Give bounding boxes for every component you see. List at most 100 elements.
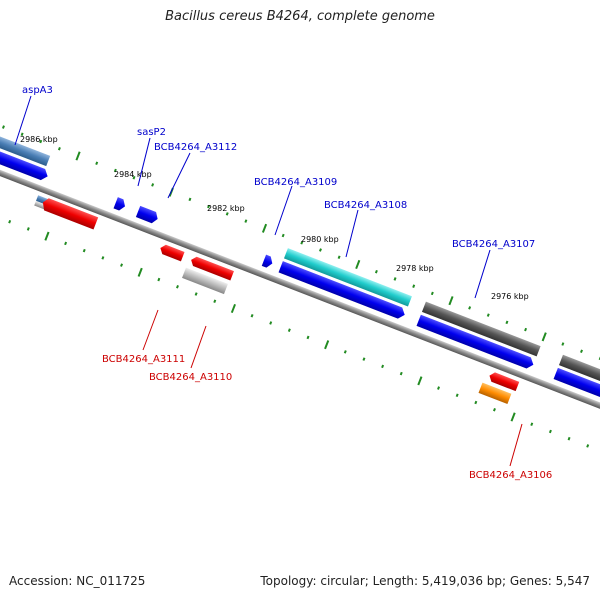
leader-line (167, 152, 191, 199)
minor-tick (492, 407, 496, 412)
tick-label: 2986 kbp (20, 135, 58, 144)
major-tick (448, 296, 454, 306)
gene-label-BCB4264-A3110[interactable]: BCB4264_A3110 (149, 372, 232, 383)
minor-tick (399, 371, 403, 376)
minor-tick (57, 147, 61, 151)
leader-line (142, 309, 159, 351)
leader-line (345, 209, 359, 258)
gene-BCB4264-A3110[interactable] (182, 267, 228, 295)
gene-label-BCB4264-A3111[interactable]: BCB4264_A3111 (102, 354, 185, 365)
cds-right-edge[interactable] (553, 367, 600, 410)
minor-tick (437, 386, 441, 390)
leader-line (14, 95, 32, 146)
minor-tick (505, 320, 509, 325)
minor-tick (548, 429, 552, 434)
minor-tick (194, 292, 198, 296)
gene-BCB4264-A3108[interactable] (283, 248, 412, 307)
minor-tick (95, 161, 99, 165)
gene-label-aspA3[interactable]: aspA3 (22, 85, 53, 96)
major-tick (417, 376, 423, 386)
map-title: Bacillus cereus B4264, complete genome (165, 9, 435, 24)
minor-tick (393, 277, 397, 281)
minor-tick (318, 248, 322, 252)
cds-left-red[interactable] (40, 197, 99, 230)
major-tick (137, 267, 143, 277)
leader-line (274, 185, 293, 236)
major-tick (44, 231, 50, 241)
gene-BCB4264-A3107[interactable] (421, 301, 541, 357)
gene-label-BCB4264-A3106[interactable]: BCB4264_A3106 (469, 470, 552, 481)
leader-line (190, 325, 207, 369)
accession-text: Accession: NC_011725 (9, 574, 146, 588)
minor-tick (287, 328, 291, 332)
cds-BCB4264-A3107[interactable] (416, 314, 536, 371)
gene-right-edge[interactable] (558, 354, 600, 394)
minor-tick (64, 241, 68, 246)
cds-BCB4264-A3109[interactable] (261, 254, 275, 269)
minor-tick (101, 256, 105, 260)
minor-tick (269, 321, 273, 325)
gene-label-BCB4264-A3112[interactable]: BCB4264_A3112 (154, 142, 237, 153)
minor-tick (455, 393, 459, 398)
minor-tick (250, 313, 254, 318)
minor-tick (26, 227, 30, 231)
cds-BCB4264-A3111[interactable] (159, 243, 185, 262)
major-tick (75, 151, 81, 161)
minor-tick (412, 284, 416, 288)
minor-tick (176, 285, 179, 289)
tick-label: 2984 kbp (114, 170, 152, 179)
reverse-strand (34, 195, 520, 405)
minor-tick (486, 313, 490, 317)
minor-tick (20, 132, 24, 137)
leader-line (509, 423, 523, 467)
minor-tick (598, 356, 600, 361)
cds-BCB4264-A3112[interactable] (135, 205, 160, 225)
minor-tick (207, 204, 211, 209)
minor-tick (561, 342, 565, 346)
gene-BCB4264-A3106[interactable] (478, 382, 512, 405)
reverse-gene-labels (142, 309, 523, 467)
tick-label: 2982 kbp (207, 204, 245, 213)
forward-strand (0, 136, 600, 410)
forward-gene-labels (14, 95, 491, 299)
minor-tick (132, 175, 136, 180)
minor-tick (1, 125, 5, 129)
minor-tick (530, 422, 534, 426)
minor-tick (343, 350, 347, 354)
tick-label: 2976 kbp (491, 292, 529, 301)
major-tick (355, 259, 361, 270)
cds-aspA3[interactable] (0, 149, 50, 182)
major-tick (541, 332, 547, 342)
minor-tick (281, 233, 285, 238)
major-tick (510, 412, 516, 422)
major-tick (324, 340, 330, 350)
topology-text: Topology: circular; Length: 5,419,036 bp… (260, 574, 590, 588)
major-tick (230, 303, 236, 314)
cds-sasP2[interactable] (113, 197, 128, 212)
gene-label-BCB4264-A3107[interactable]: BCB4264_A3107 (452, 239, 535, 250)
minor-tick (430, 291, 434, 296)
minor-tick (524, 327, 528, 332)
cds-BCB4264-A3106[interactable] (488, 371, 520, 392)
minor-tick (39, 139, 43, 144)
minor-tick (157, 277, 161, 282)
cds-BCB4264-A3110[interactable] (189, 255, 234, 281)
gene-aspA3[interactable] (0, 136, 51, 167)
leader-line (137, 137, 151, 187)
gene-label-sasP2[interactable]: sasP2 (137, 127, 166, 138)
gene-label-BCB4264-A3108[interactable]: BCB4264_A3108 (324, 200, 407, 211)
minor-tick (337, 255, 341, 260)
minor-tick (188, 197, 192, 202)
cds-BCB4264-A3108[interactable] (278, 261, 407, 320)
gene-label-BCB4264-A3109[interactable]: BCB4264_A3109 (254, 177, 337, 188)
minor-tick (474, 400, 478, 405)
minor-tick (225, 212, 229, 216)
minor-tick (113, 168, 117, 173)
minor-tick (306, 335, 310, 340)
minor-tick (362, 357, 366, 361)
minor-tick (567, 436, 571, 441)
minor-tick (151, 183, 155, 187)
tick-labels: 2986 kbp 2984 kbp 2982 kbp 2980 kbp 2978… (20, 135, 529, 301)
minor-tick (586, 444, 590, 448)
